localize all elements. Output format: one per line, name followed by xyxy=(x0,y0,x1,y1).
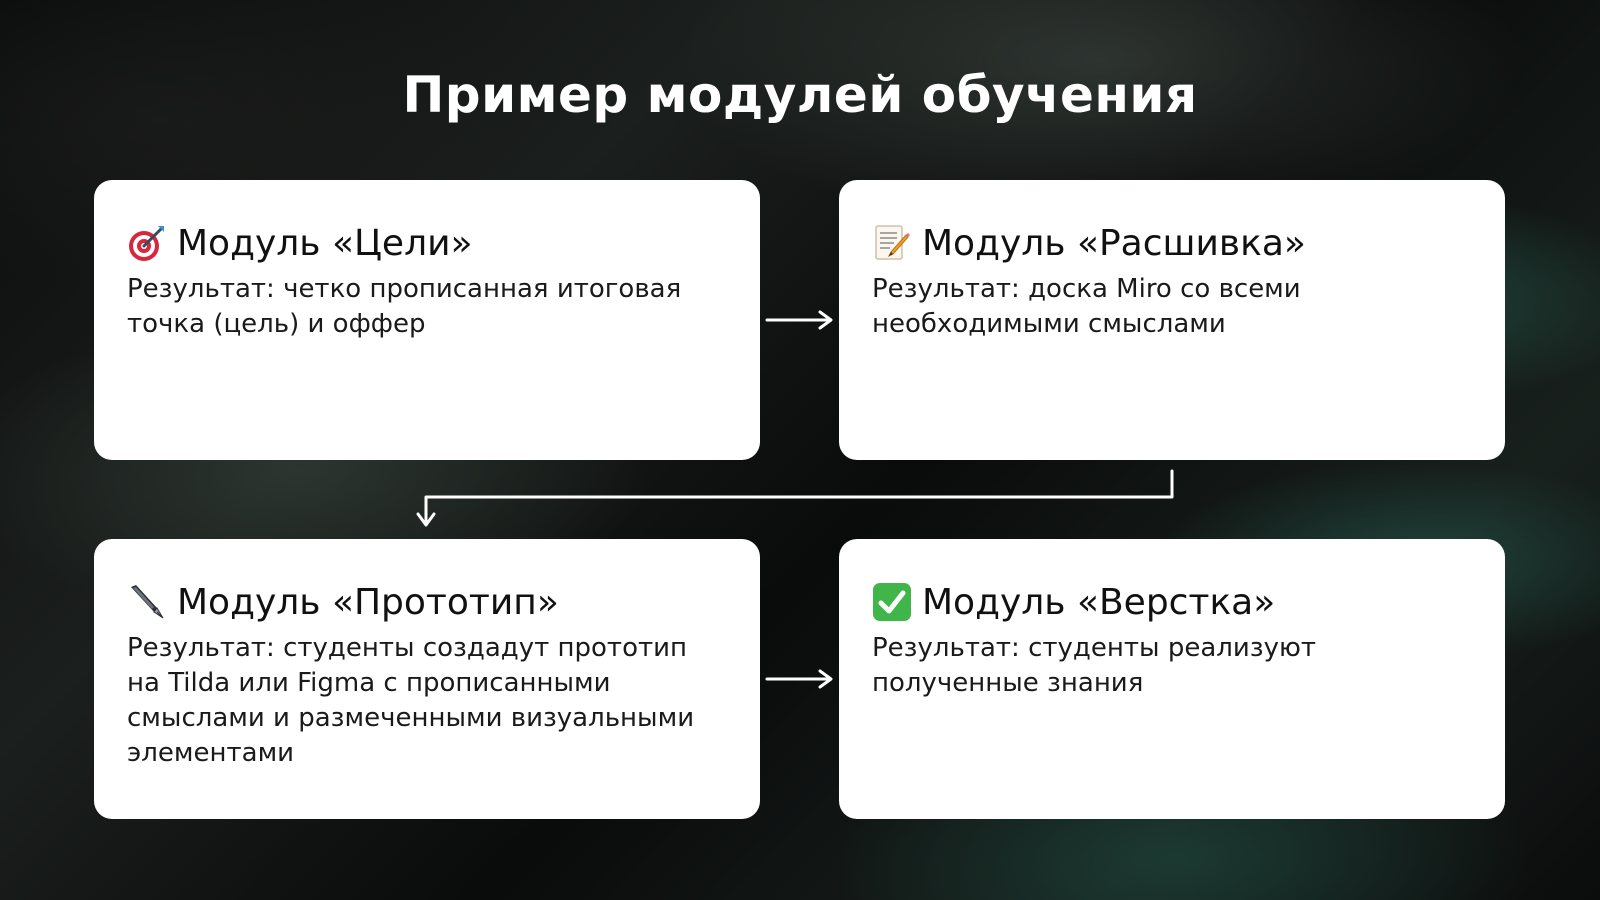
module-result: Результат: студенты реализуют полученные… xyxy=(872,633,1317,698)
arrow-breakdown-to-prototype xyxy=(416,469,1174,527)
module-title: Модуль «Цели» xyxy=(177,222,473,264)
arrow-prototype-to-layout xyxy=(765,669,833,689)
check-mark-button-icon xyxy=(872,582,912,622)
module-result: Результат: доска Miro со всеми необходим… xyxy=(872,274,1301,339)
module-title: Модуль «Расшивка» xyxy=(922,222,1306,264)
module-card-prototype: Модуль «Прототип» Результат: студенты со… xyxy=(94,539,760,819)
module-result: Результат: студенты создадут прототип на… xyxy=(127,633,695,768)
fountain-pen-icon xyxy=(127,582,167,622)
arrow-goals-to-breakdown xyxy=(765,310,833,330)
module-result: Результат: четко прописанная итоговая то… xyxy=(127,274,682,339)
module-card-goals: Модуль «Цели» Результат: четко прописанн… xyxy=(94,180,760,460)
page-title: Пример модулей обучения xyxy=(402,66,1198,124)
memo-pencil-icon xyxy=(872,223,912,263)
target-dart-icon xyxy=(127,223,167,263)
module-card-layout: Модуль «Верстка» Результат: студенты реа… xyxy=(839,539,1505,819)
module-card-breakdown: Модуль «Расшивка» Результат: доска Miro … xyxy=(839,180,1505,460)
module-title: Модуль «Прототип» xyxy=(177,581,559,623)
module-title: Модуль «Верстка» xyxy=(922,581,1276,623)
